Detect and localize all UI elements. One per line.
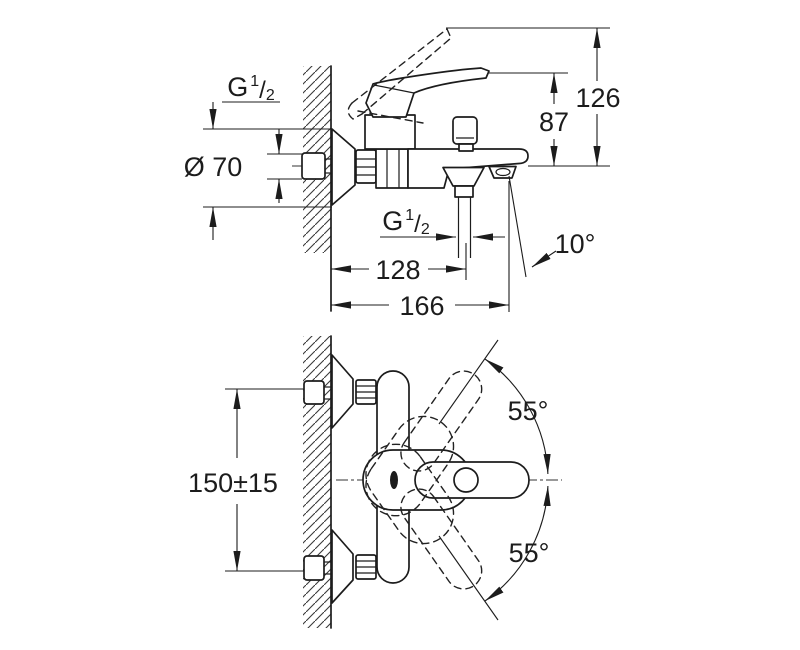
dim-escutcheon-diameter: Ø 70 [184,152,243,182]
shower-outlet [442,166,485,187]
diverter-stem [458,143,474,152]
escutcheon-cone-bottom [331,529,354,604]
diverter-knob [452,116,478,145]
lever-cap [453,467,479,493]
dim-swing-up: 55° [508,396,549,426]
wall-section-front [303,335,332,629]
lever-raised-position-dashed [347,28,452,124]
dim-inlet-spacing: 150±15 [188,468,278,498]
lever-handle [365,67,490,118]
spout-angle-line [508,175,527,278]
dim-height-lever: 87 [539,107,569,137]
swing-angle-dimensions: 55° 55° [438,339,551,621]
wall-union-nut-top [303,380,325,405]
escutcheon-cone [331,128,356,206]
dim-height-total: 126 [575,83,620,113]
faucet-side-view [292,28,529,258]
spout-body [407,148,529,189]
wall-union-nut [301,152,326,180]
handle-up-position-dashed [365,370,483,517]
hose-nipple [454,185,474,198]
dim-spout-angle: 10° [555,229,596,259]
extension-lines-left [203,101,332,240]
dim-depth-total: 166 [399,291,444,321]
front-view: 55° 55° 150±15 [188,335,562,629]
wall-section-side [303,65,332,312]
dim-swing-down: 55° [509,538,550,568]
handle-down-position-dashed [365,443,483,590]
dim-depth-to-outlet: 128 [375,255,420,285]
height-dimensions: 87 126 [446,27,621,167]
inlet-spacing-dimension: 150±15 [188,388,304,572]
escutcheon-cone-top [331,354,354,429]
hub-marker [390,471,398,489]
wall-union-nut-bottom [303,555,325,581]
union-nut [375,148,409,189]
spout-outlet [488,165,517,179]
